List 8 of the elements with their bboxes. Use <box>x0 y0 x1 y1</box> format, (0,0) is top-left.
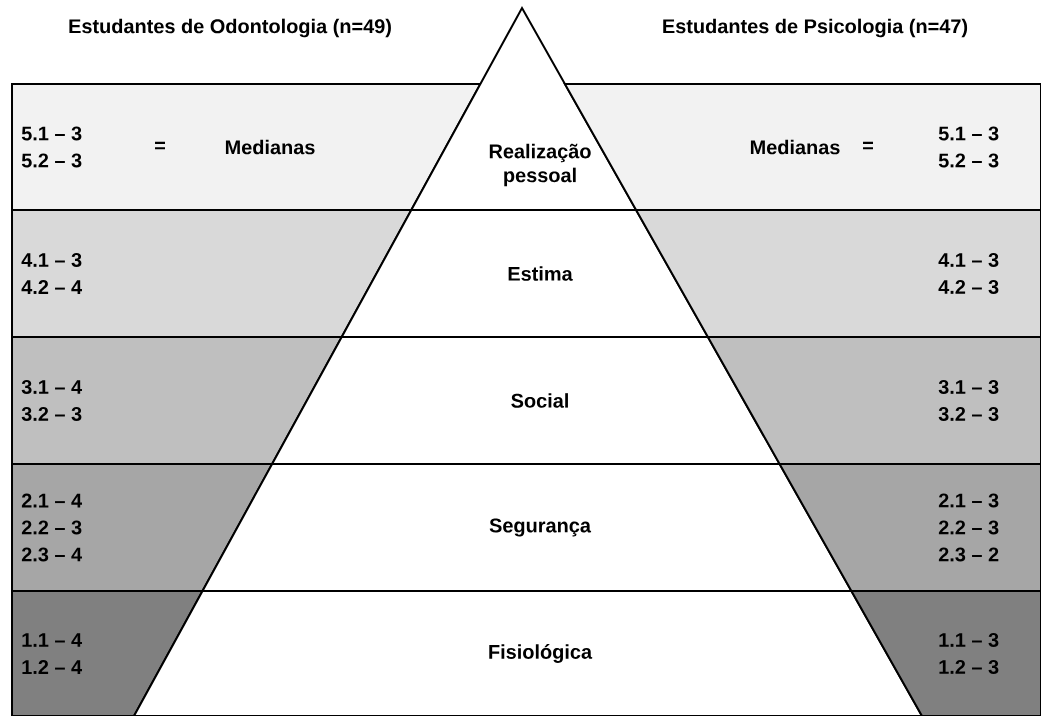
column-heading: Estudantes de Odontologia (n=49) <box>69 18 391 38</box>
median-band: 3.1 – 3 3.2 – 3 <box>706 336 1041 465</box>
column-heading: Estudantes de Psicologia (n=47) <box>663 18 968 38</box>
pyramid-level: Estima <box>340 209 710 338</box>
node-label: Fisiológica <box>489 644 593 663</box>
median-band: 1.1 – 4 1.2 – 4 <box>11 590 205 716</box>
median-band: 5.1 – 3 5.2 – 3 = Medianas <box>11 83 483 211</box>
median-band: 2.1 – 4 2.2 – 3 2.3 – 4 <box>11 463 274 592</box>
